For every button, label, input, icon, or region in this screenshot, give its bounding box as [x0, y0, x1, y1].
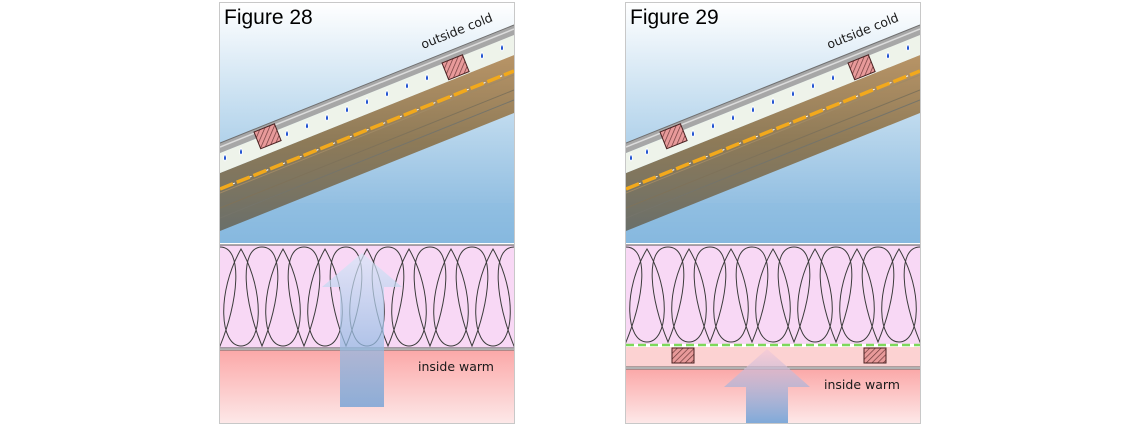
rafter-block-icon [847, 54, 876, 81]
rafter-block-icon [441, 54, 470, 81]
water-droplet-icon [239, 147, 243, 156]
water-droplet-icon [425, 73, 429, 82]
condensation-droplets [223, 43, 504, 162]
rafter-block-icon [863, 347, 887, 364]
water-droplet-icon [223, 153, 227, 162]
water-droplet-icon [385, 89, 389, 98]
rafter-block-icon [253, 123, 282, 150]
water-droplet-icon [365, 97, 369, 106]
roof-cladding [626, 25, 920, 153]
rafter-block-icon [671, 347, 695, 364]
water-droplet-icon [629, 153, 633, 162]
water-droplet-icon [771, 97, 775, 106]
water-droplet-icon [345, 105, 349, 114]
water-droplet-icon [305, 121, 309, 130]
water-droplet-icon [500, 43, 504, 52]
water-droplet-icon [906, 43, 910, 52]
vapour-barrier-line [626, 69, 920, 191]
water-droplet-icon [751, 105, 755, 114]
water-droplet-icon [645, 147, 649, 156]
vapour-barrier-line [220, 69, 514, 191]
figure-title: Figure 28 [224, 6, 313, 29]
water-droplet-icon [731, 113, 735, 122]
water-droplet-icon [480, 51, 484, 60]
airflow-arrow-icon [322, 253, 402, 407]
figure-28-panel: outside cold inside warm [219, 2, 515, 424]
insulation-layer [626, 245, 920, 344]
figure-28-diagram: outside cold inside warm [220, 3, 514, 423]
figure-title: Figure 29 [630, 6, 719, 29]
roof-cladding [220, 25, 514, 153]
water-droplet-icon [325, 113, 329, 122]
water-droplet-icon [886, 51, 890, 60]
condensation-droplets [629, 43, 910, 162]
label-inside-warm: inside warm [824, 377, 900, 392]
water-droplet-icon [405, 81, 409, 90]
water-droplet-icon [831, 73, 835, 82]
airflow-arrow-icon [724, 349, 810, 423]
water-droplet-icon [711, 121, 715, 130]
insulation-loops [626, 246, 920, 344]
figure-29-panel: outside cold [625, 2, 921, 424]
label-inside-warm: inside warm [418, 359, 494, 374]
rafter-block-icon [659, 123, 688, 150]
water-droplet-icon [691, 129, 695, 138]
water-droplet-icon [791, 89, 795, 98]
figure-29-diagram: outside cold [626, 3, 920, 423]
water-droplet-icon [811, 81, 815, 90]
water-droplet-icon [285, 129, 289, 138]
